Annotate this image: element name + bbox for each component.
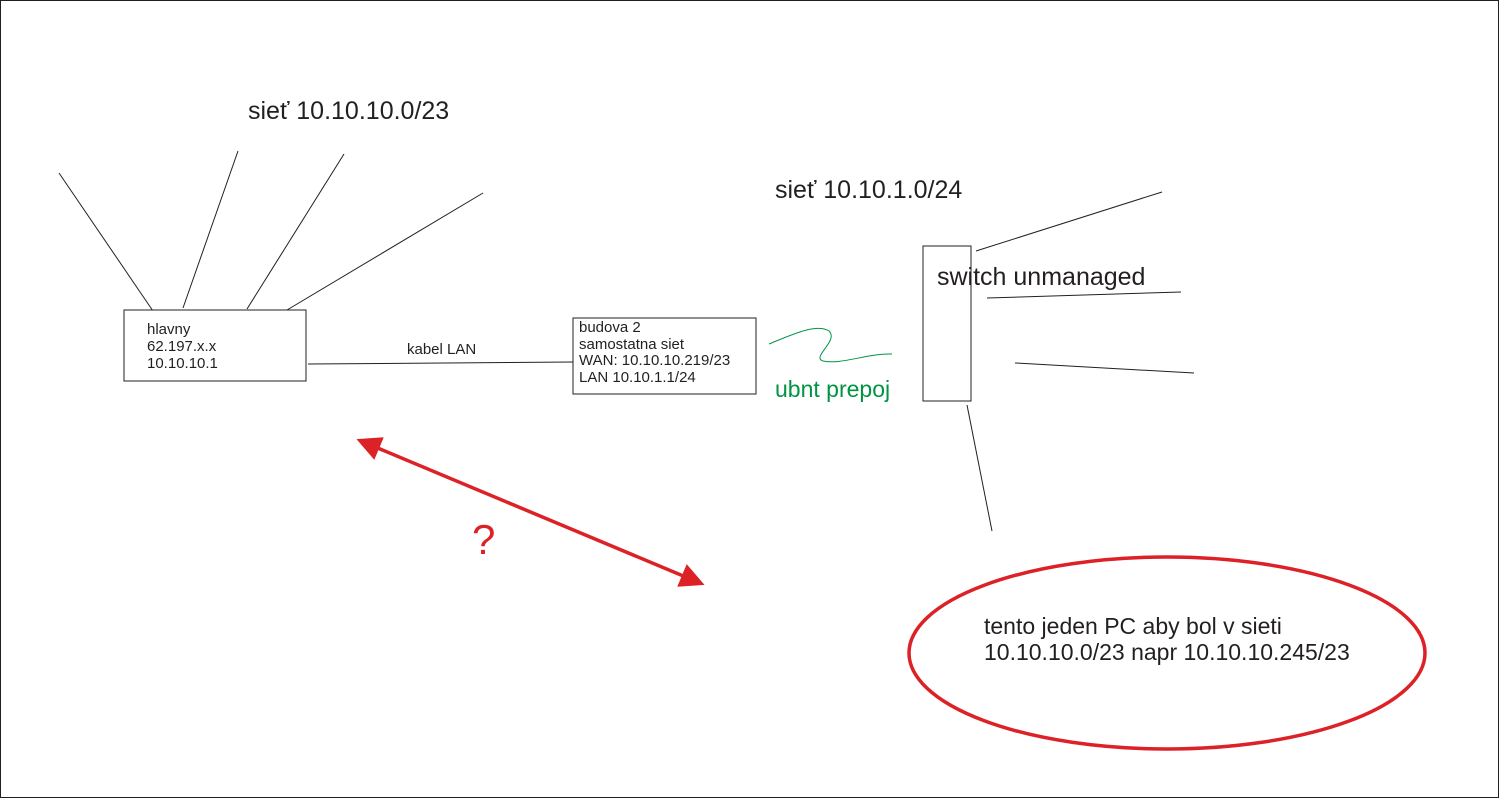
building-router-box bbox=[572, 317, 757, 395]
target-pc-line-1: tento jeden PC aby bol v sieti bbox=[984, 613, 1282, 639]
main-link-3 bbox=[246, 153, 345, 310]
main-router-public-ip: 62.197.x.x bbox=[147, 338, 217, 355]
lan-cable-label: kabel LAN bbox=[407, 341, 477, 358]
target-pc-text: tento jeden PC aby bol v sieti 10.10.10.… bbox=[984, 613, 1350, 665]
main-link-2 bbox=[182, 150, 239, 309]
main-link-1 bbox=[58, 172, 154, 312]
switch-box bbox=[922, 245, 972, 402]
main-router-box bbox=[123, 309, 307, 382]
switch-link-3 bbox=[1014, 362, 1195, 374]
main-link-4 bbox=[286, 192, 484, 311]
question-arrow bbox=[356, 437, 705, 587]
building-router-wan: WAN: 10.10.10.219/23 bbox=[579, 352, 731, 369]
main-router-text: hlavny 62.197.x.x 10.10.10.1 bbox=[147, 321, 218, 372]
building-router-name: budova 2 bbox=[579, 319, 641, 336]
lan-cable-line bbox=[307, 361, 574, 365]
wireless-link-label: ubnt prepoj bbox=[775, 376, 891, 402]
switch-links bbox=[966, 191, 1195, 532]
building-router-text: budova 2 samostatna siet WAN: 10.10.10.2… bbox=[579, 319, 731, 386]
target-pc-ellipse bbox=[907, 555, 1427, 751]
building-network-label: sieť 10.10.1.0/24 bbox=[775, 176, 963, 204]
main-router-lan-ip: 10.10.10.1 bbox=[147, 355, 218, 372]
switch-link-2 bbox=[986, 291, 1182, 299]
switch-label: switch unmanaged bbox=[937, 263, 1146, 291]
question-mark: ? bbox=[472, 516, 496, 563]
main-network-label: sieť 10.10.10.0/23 bbox=[248, 97, 450, 125]
main-network-links bbox=[58, 150, 484, 312]
building-router-desc: samostatna siet bbox=[579, 335, 685, 353]
wireless-link-squiggle bbox=[768, 327, 893, 363]
switch-link-pc bbox=[966, 404, 993, 532]
building-router-lan: LAN 10.10.1.1/24 bbox=[579, 368, 696, 386]
target-pc-line-2: 10.10.10.0/23 napr 10.10.10.245/23 bbox=[984, 639, 1350, 665]
main-router-name: hlavny bbox=[147, 321, 191, 338]
switch-link-1 bbox=[975, 191, 1163, 252]
